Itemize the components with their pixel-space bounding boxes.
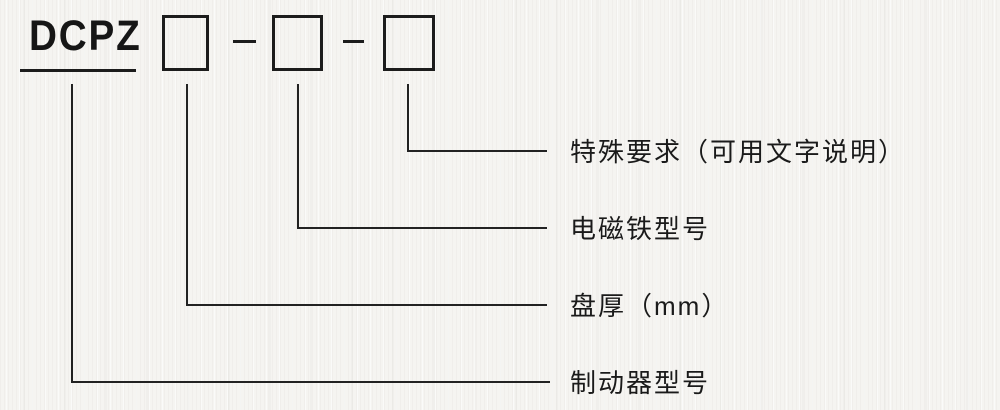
- code-box-special-requirements: [383, 15, 435, 71]
- callout-line-brake-model: [71, 84, 550, 383]
- callout-line-special-requirements: [407, 84, 547, 152]
- callout-label-special-requirements: 特殊要求（可用文字说明）: [570, 137, 907, 167]
- model-prefix: DCPZ: [29, 12, 142, 60]
- model-prefix-underline: [20, 69, 136, 72]
- code-box-electromagnet-model: [272, 15, 323, 71]
- separator-dash-2: [343, 40, 364, 43]
- callout-label-electromagnet-model: 电磁铁型号: [570, 214, 711, 244]
- callout-label-disc-thickness: 盘厚（mm）: [570, 291, 730, 321]
- callout-line-disc-thickness: [186, 84, 547, 306]
- callout-line-electromagnet-model: [297, 84, 547, 229]
- callout-label-brake-model: 制动器型号: [570, 368, 711, 398]
- code-box-disc-thickness: [162, 15, 209, 71]
- separator-dash-1: [233, 40, 256, 43]
